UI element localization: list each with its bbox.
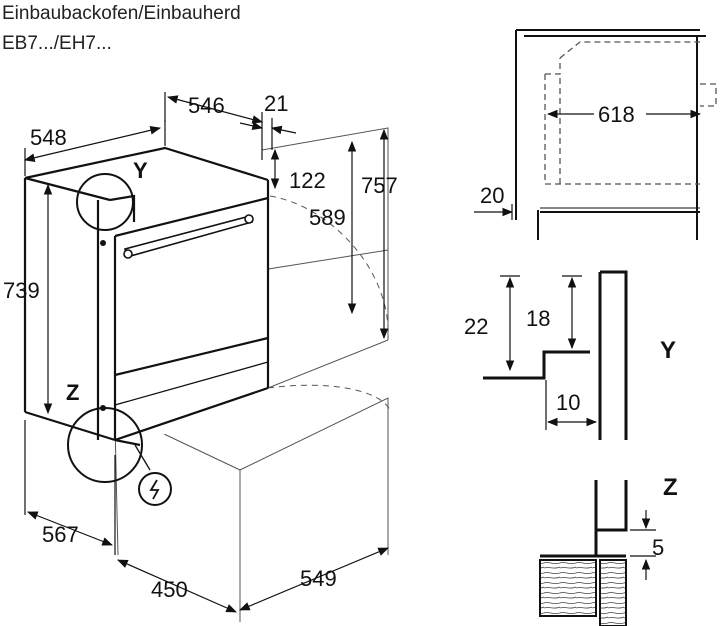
dim-546-label: 546 [188,93,225,118]
dim-20-label: 20 [480,183,504,208]
dim-739-label: 739 [3,278,40,303]
electrical-connection-icon [138,472,172,506]
dim-567-label: 567 [42,522,79,547]
dim-450-label: 450 [151,577,188,602]
detail-y: 22 18 10 Y [464,270,676,440]
title-line-2: EB7.../EH7... [2,33,112,54]
lower-swing-arc [267,384,391,411]
oven-handle [123,214,254,259]
dim-22-label: 22 [464,314,488,339]
dim-546-line [166,95,264,124]
dim-122-label: 122 [289,168,326,193]
dim-18-label: 18 [526,306,550,331]
dim-5-label: 5 [652,535,664,560]
detail-z: 5 Z [539,474,678,626]
detail-z-title: Z [663,474,678,501]
oven-body [23,146,270,447]
dim-618-label: 618 [598,102,635,127]
dim-589-label: 589 [309,205,346,230]
detail-z-label: Z [66,380,79,405]
detail-z-callout-circle [67,407,143,483]
detail-y-title: Y [660,337,676,364]
title-line-1: Einbaubackofen/Einbauherd [2,3,241,24]
dim-757-label: 757 [361,173,398,198]
dim-549-label: 549 [300,566,337,591]
dim-549-line [239,547,389,611]
side-view [515,29,706,240]
detail-y-label: Y [133,158,148,183]
dim-10-label: 10 [556,390,580,415]
detail-y-callout-circle [76,173,134,231]
dim-567-line [26,511,114,546]
dim-548-line [23,126,162,162]
side-view-hidden-oven [544,41,717,185]
hinge-dot-top [100,240,106,246]
dim-21-label: 21 [264,91,288,116]
dim-450-line [117,559,237,613]
dim-548-label: 548 [30,125,67,150]
